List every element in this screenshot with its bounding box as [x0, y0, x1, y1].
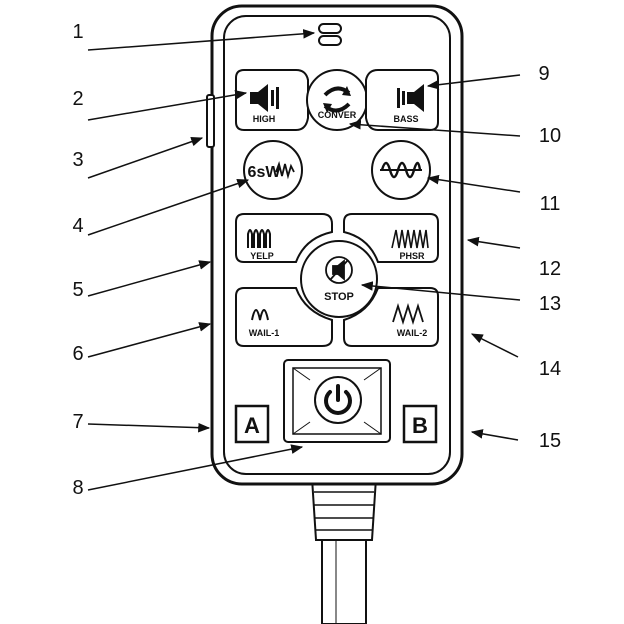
callout-arrows	[87, 29, 521, 491]
phsr-label: PHSR	[399, 251, 425, 261]
side-button[interactable]	[206, 94, 215, 148]
arrow-11	[426, 174, 521, 193]
wail-1-wave-icon	[251, 309, 269, 321]
callout-15: 15	[539, 430, 561, 452]
callout-numbers: 1 2 3 4 5 6 7 8 9 10 11 12 13 14 15	[72, 21, 561, 499]
b-label: B	[412, 413, 428, 438]
wave-button[interactable]	[371, 140, 431, 200]
arrow-10	[348, 119, 521, 137]
arrow-4	[87, 178, 250, 236]
phsr-button[interactable]: PHSR	[343, 213, 439, 263]
callout-3: 3	[72, 149, 83, 171]
b-button[interactable]: B	[402, 404, 438, 444]
phsr-wave-icon	[391, 229, 429, 249]
a-label: A	[244, 413, 260, 438]
yelp-button[interactable]: YELP	[235, 213, 333, 263]
wail-1-label: WAIL-1	[249, 328, 280, 338]
arrow-1	[87, 29, 316, 51]
power-icon	[324, 384, 352, 415]
wail-2-wave-icon	[392, 302, 424, 326]
speaker-bass-icon	[397, 84, 424, 112]
high-label: HIGH	[253, 114, 276, 124]
arrow-15	[470, 429, 519, 441]
wail-2-label: WAIL-2	[397, 328, 428, 338]
led-indicator	[318, 23, 342, 46]
callout-7: 7	[72, 411, 83, 433]
remote-face	[223, 15, 451, 475]
a-button[interactable]: A	[234, 404, 270, 444]
power-button[interactable]	[283, 359, 391, 443]
arrow-5	[87, 260, 212, 297]
conver-button[interactable]: CONVER	[306, 69, 368, 131]
high-button[interactable]: HIGH	[235, 69, 309, 131]
arrow-3	[87, 137, 204, 179]
arrow-2	[87, 90, 248, 121]
callout-10: 10	[539, 125, 561, 147]
mute-icon	[325, 256, 353, 284]
callout-5: 5	[72, 279, 83, 301]
arrow-7	[87, 422, 211, 433]
six-sw-button[interactable]: 6sW	[243, 140, 303, 200]
callout-4: 4	[72, 215, 83, 237]
wail-1-button[interactable]: WAIL-1	[235, 287, 333, 347]
yelp-label: YELP	[250, 251, 274, 261]
convert-icon	[323, 86, 351, 113]
callout-11: 11	[540, 193, 561, 215]
callout-8: 8	[72, 477, 83, 499]
callout-14: 14	[539, 358, 561, 380]
stop-button[interactable]: STOP	[300, 240, 378, 318]
arrow-14	[470, 333, 519, 358]
callout-6: 6	[72, 343, 83, 365]
speaker-high-icon	[250, 84, 279, 112]
cable	[310, 477, 378, 624]
callout-1: 1	[72, 21, 83, 43]
six-sw-label: 6sW	[248, 164, 282, 181]
arrow-6	[87, 322, 212, 358]
conver-label: CONVER	[318, 110, 357, 120]
arrow-8	[87, 444, 304, 491]
callout-9: 9	[538, 63, 549, 85]
callout-2: 2	[72, 88, 83, 110]
sine-wave-icon	[380, 161, 422, 179]
bass-label: BASS	[393, 114, 418, 124]
callout-13: 13	[539, 293, 561, 315]
arrow-13	[360, 281, 521, 301]
stop-label: STOP	[324, 291, 354, 303]
callout-12: 12	[539, 258, 561, 280]
arrow-9	[426, 74, 521, 90]
yelp-wave-icon	[247, 229, 271, 248]
wave-icon	[275, 160, 295, 180]
arrow-12	[466, 236, 521, 249]
bass-button[interactable]: BASS	[365, 69, 439, 131]
